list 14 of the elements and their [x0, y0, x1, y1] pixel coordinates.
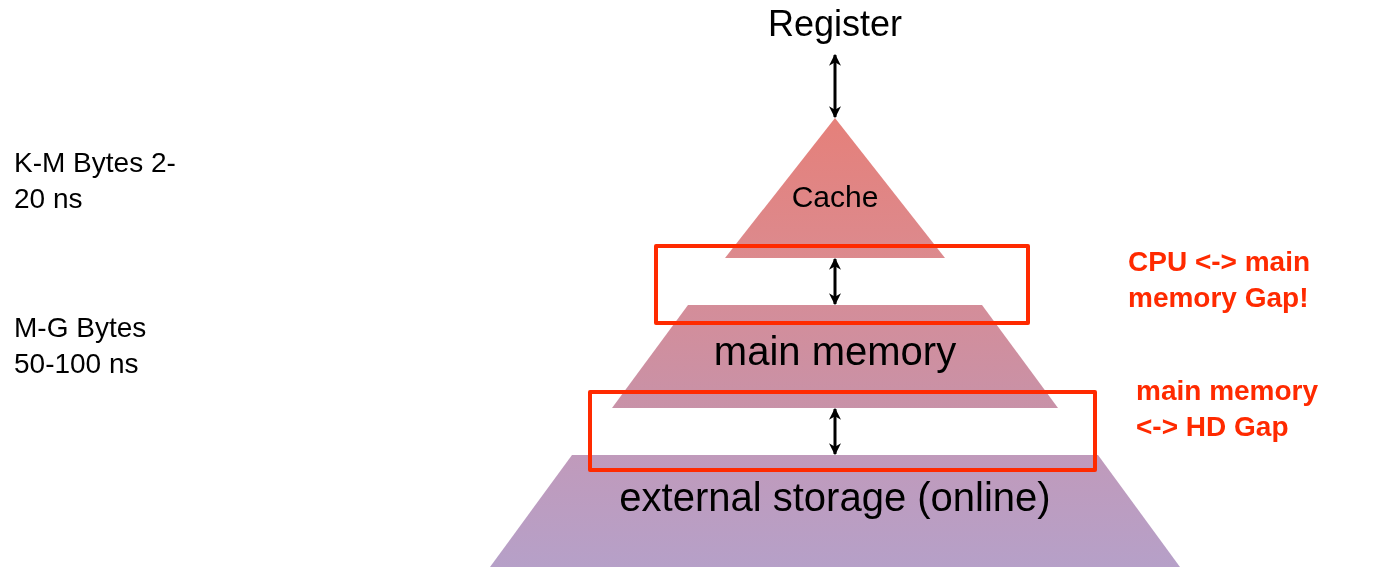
node-label: Register [767, 3, 903, 44]
gap-annotation: main memory <-> HD Gap [1136, 374, 1320, 445]
external-storage-trapezoid [490, 455, 1180, 567]
capacity-speed-note: K-M Bytes 2-20 ns [14, 146, 177, 217]
double-arrow [829, 53, 841, 119]
double-arrow [829, 407, 841, 456]
gap-annotation: CPU <-> main memory Gap! [1128, 245, 1312, 316]
tier-label: main memory [713, 329, 957, 373]
main-memory-trapezoid [612, 305, 1058, 408]
tier-label: Cache [791, 180, 879, 213]
tier-label: external storage (online) [619, 475, 1051, 519]
capacity-speed-note: M-G Bytes 50-100 ns [14, 311, 148, 382]
double-arrow [829, 257, 841, 306]
cache-triangle [725, 118, 945, 258]
